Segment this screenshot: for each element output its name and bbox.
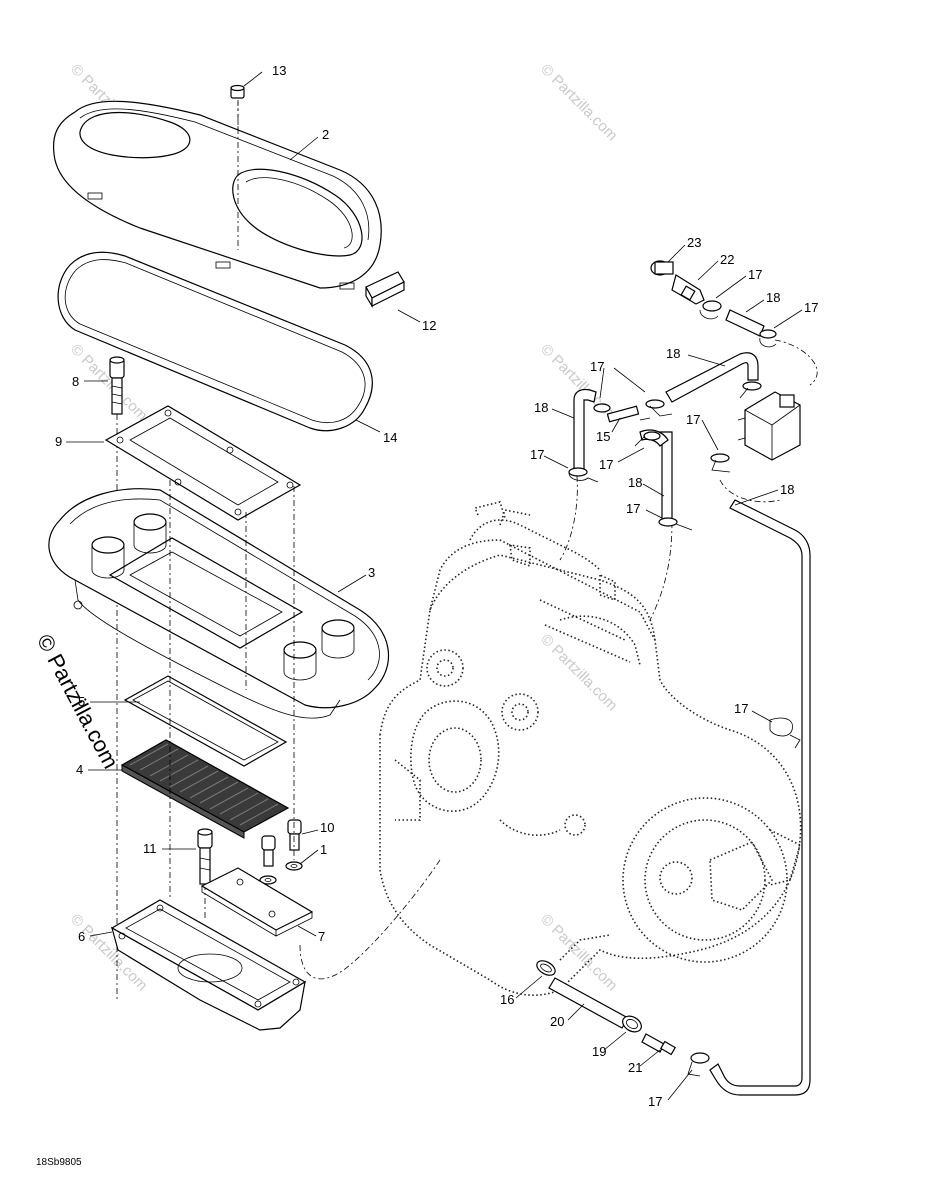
label-17: 17 (686, 412, 700, 427)
label-18: 18 (534, 400, 548, 415)
alignment-lines (169, 100, 818, 980)
label-18: 18 (666, 346, 680, 361)
part-13-nut (230, 84, 245, 142)
part-14-gasket (57, 251, 373, 432)
watermark-text: © Partzilla.com (537, 631, 620, 714)
part-3-airbox (48, 488, 390, 719)
part-12-block (365, 271, 405, 309)
label-18: 18 (766, 290, 780, 305)
label-8: 8 (72, 374, 79, 389)
label-23: 23 (687, 235, 701, 250)
label-12: 12 (422, 318, 436, 333)
label-22: 22 (720, 252, 734, 267)
label-16: 16 (500, 992, 514, 1007)
label-9: 9 (55, 434, 62, 449)
label-17: 17 (626, 501, 640, 516)
part-11-bolt (197, 828, 213, 920)
label-18: 18 (628, 475, 642, 490)
watermark-text: © Partzilla.com (537, 911, 620, 994)
label-11: 11 (143, 841, 157, 856)
part-10-screws (261, 819, 302, 867)
label-10: 10 (320, 820, 334, 835)
part-1-washers (259, 861, 303, 885)
label-1: 1 (320, 842, 327, 857)
label-6: 6 (78, 929, 85, 944)
label-3: 3 (368, 565, 375, 580)
label-2: 2 (322, 127, 329, 142)
label-18: 18 (780, 482, 794, 497)
hose-assembly (568, 260, 811, 1096)
label-17: 17 (734, 701, 748, 716)
diagram-code: 18Sb9805 (36, 1157, 82, 1168)
label-21: 21 (628, 1060, 642, 1075)
part-2-cover (53, 100, 382, 290)
label-13: 13 (272, 63, 286, 78)
watermark-text: © Partzilla.com (537, 61, 620, 144)
label-17: 17 (804, 300, 818, 315)
label-15: 15 (596, 429, 610, 444)
label-17: 17 (590, 359, 604, 374)
label-17: 17 (648, 1094, 662, 1109)
leader-lines (66, 71, 803, 1101)
part-4-mesh (120, 739, 290, 839)
part-labels: 13 2 12 14 8 9 3 5 4 11 10 1 7 6 23 22 1… (55, 63, 818, 1109)
label-17: 17 (530, 447, 544, 462)
part-8-bolt (109, 356, 125, 1000)
label-20: 20 (550, 1014, 564, 1029)
label-5: 5 (78, 694, 85, 709)
label-19: 19 (592, 1044, 606, 1059)
part-5-gasket (123, 675, 288, 767)
label-17: 17 (599, 457, 613, 472)
part-7-plate (200, 867, 314, 937)
label-7: 7 (318, 929, 325, 944)
part-6-housing (110, 899, 307, 1031)
label-17: 17 (748, 267, 762, 282)
bottom-fittings (536, 960, 710, 1077)
label-14: 14 (383, 430, 397, 445)
engine-dotted (379, 501, 802, 996)
label-4: 4 (76, 762, 83, 777)
part-9-gasket (104, 405, 302, 521)
